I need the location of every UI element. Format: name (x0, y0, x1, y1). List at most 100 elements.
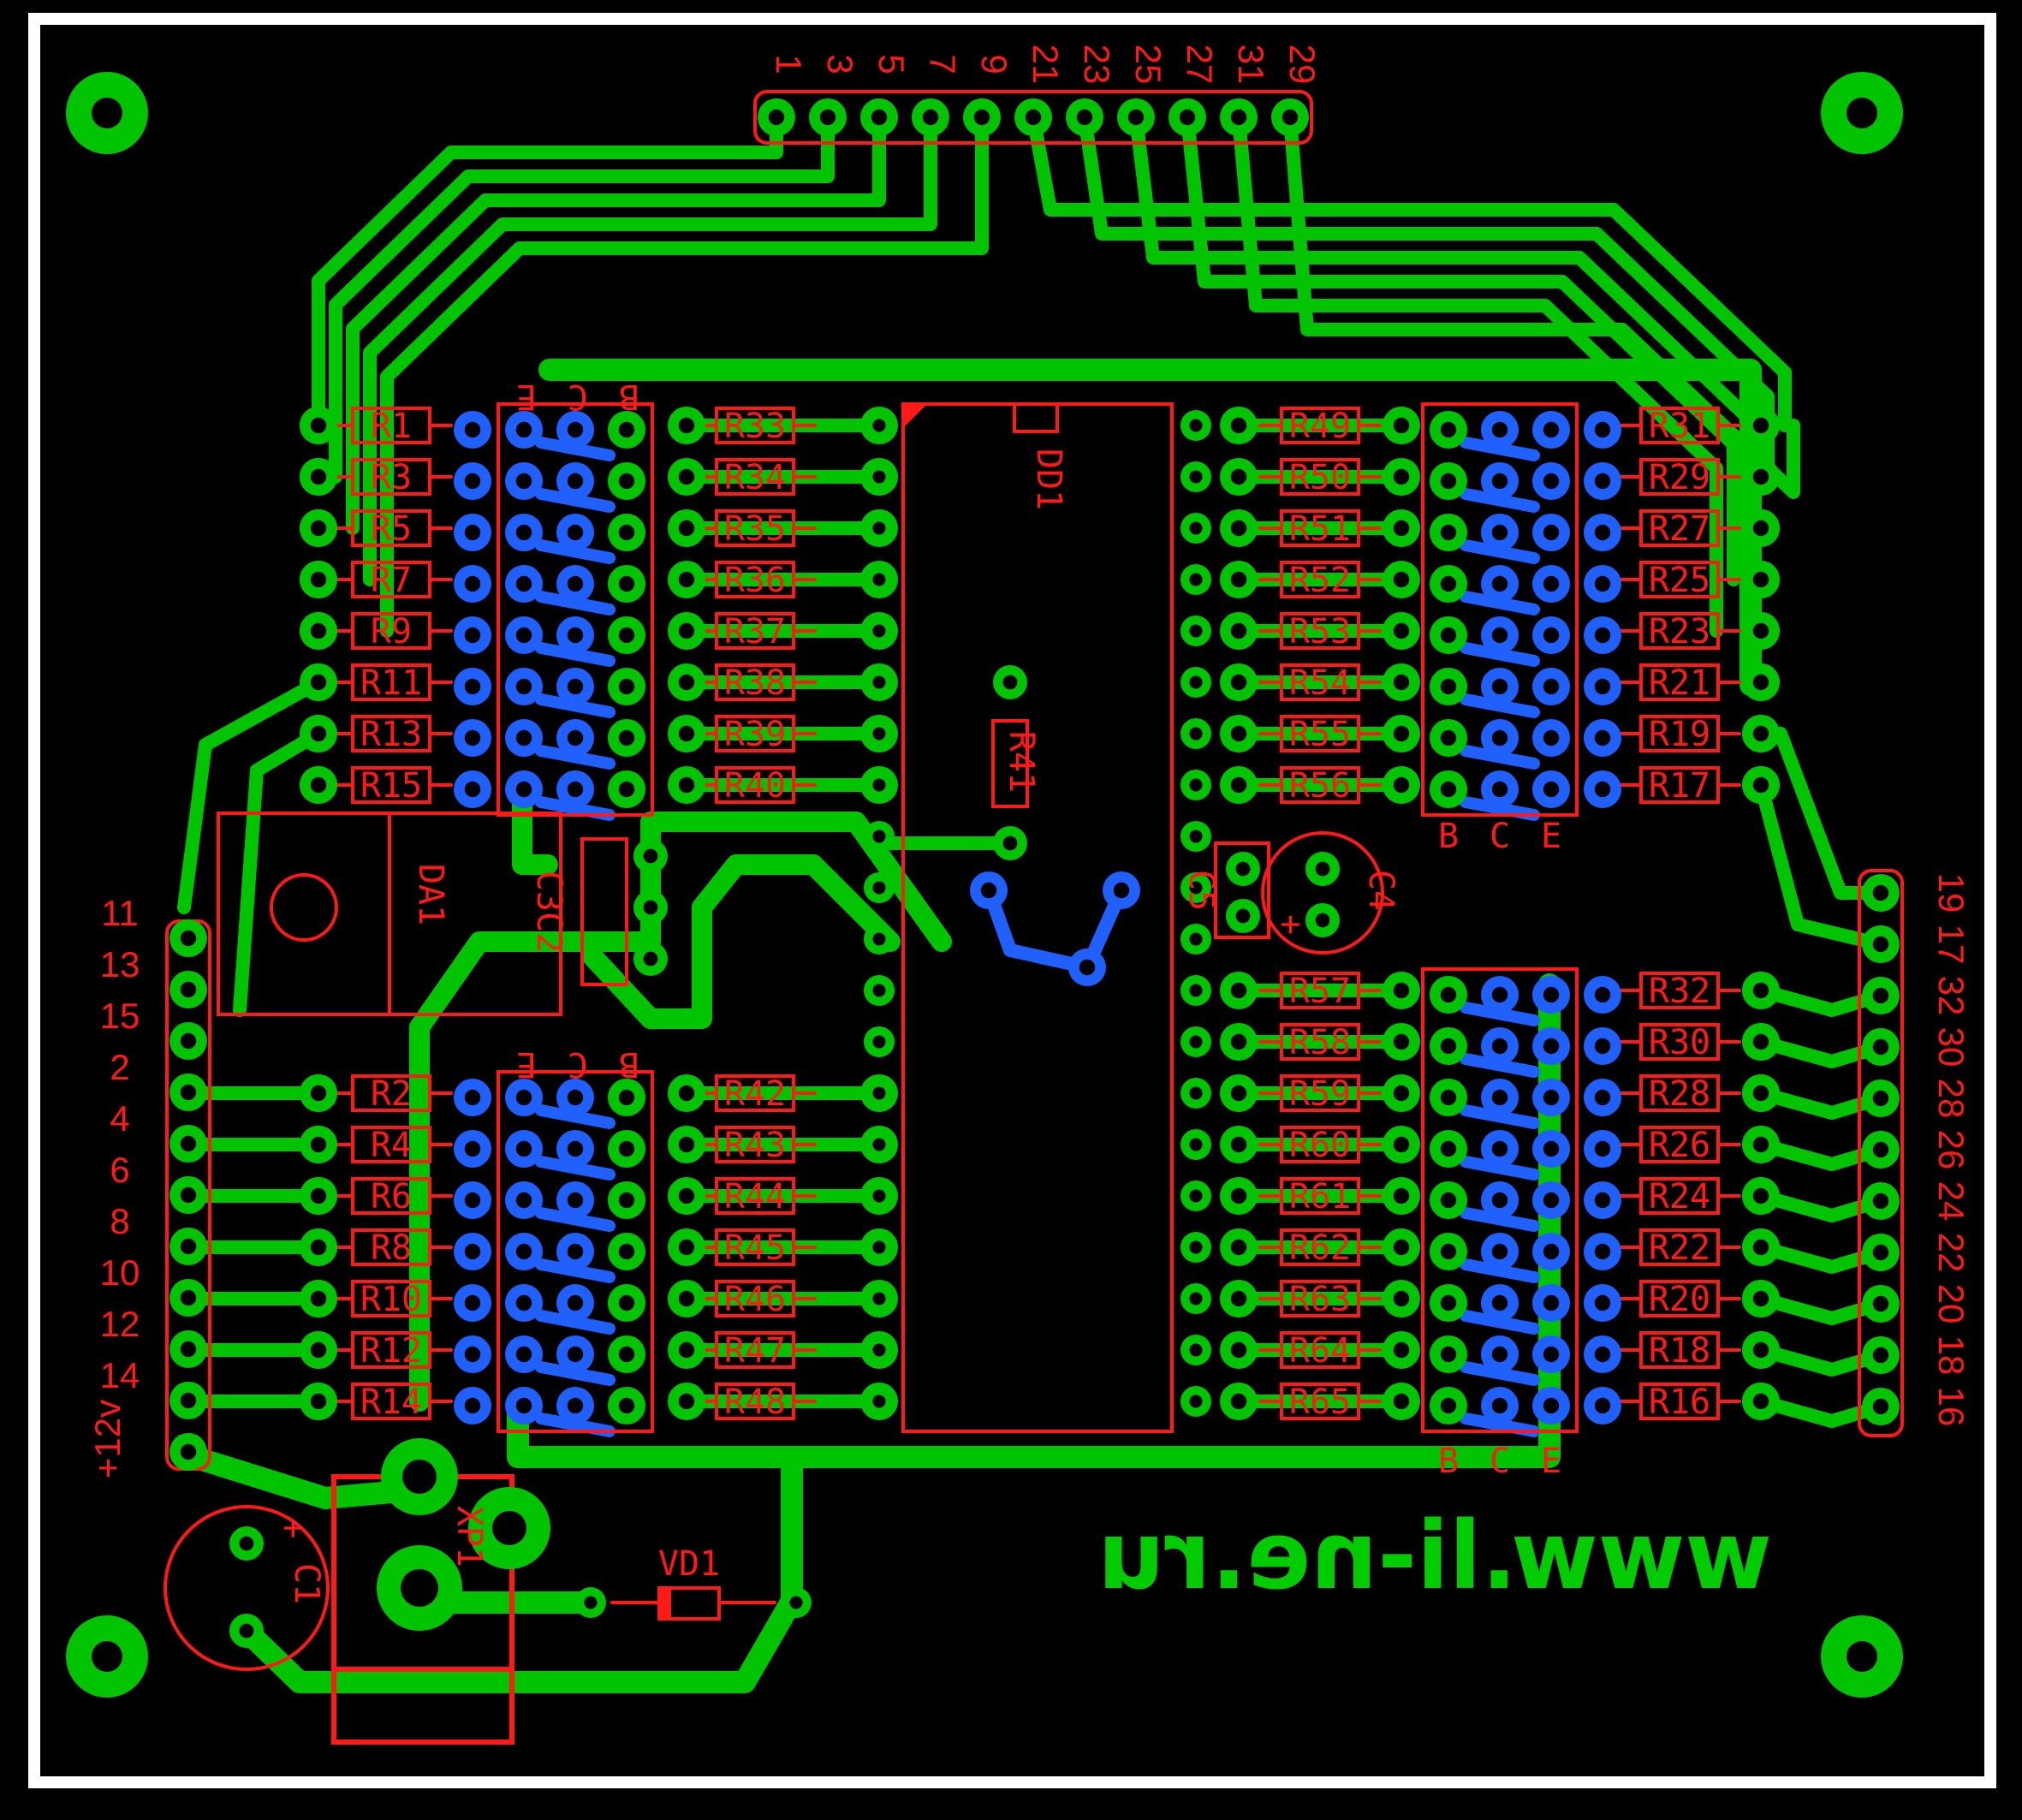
drill-hole (1752, 725, 1769, 742)
drill-hole (1491, 575, 1508, 592)
drill-hole (1189, 1395, 1203, 1408)
drill-hole (310, 1341, 327, 1359)
drill-hole (1393, 468, 1410, 485)
drill-hole (1393, 520, 1410, 537)
resistor-label: R49 (1289, 407, 1351, 446)
drill-hole (1872, 1090, 1889, 1107)
resistor-label: R24 (1649, 1177, 1710, 1216)
right-connector-pin-label: 18 (1931, 1335, 1971, 1376)
drill-hole (1315, 861, 1330, 877)
drill-hole (1230, 1033, 1247, 1050)
drill-hole (515, 1397, 532, 1414)
right-connector-pin-label: 19 (1931, 873, 1971, 913)
resistor-label: R57 (1289, 972, 1351, 1011)
drill-hole (1543, 1397, 1560, 1414)
drill-hole (464, 1397, 481, 1414)
drill-hole (310, 1085, 327, 1102)
left-connector-pin-label: 10 (100, 1252, 140, 1293)
top-fanout-trace (363, 110, 937, 586)
drill-hole (1752, 674, 1769, 691)
drill-hole (1440, 678, 1457, 695)
drill-hole (310, 776, 327, 794)
capacitor-c5-label: C5 (1181, 870, 1221, 911)
resistor-label: R42 (724, 1074, 786, 1114)
drill-hole (678, 1085, 695, 1102)
drill-hole (1393, 1033, 1410, 1050)
drill-hole (1594, 986, 1611, 1003)
bottom-jumper-trace (982, 883, 1128, 974)
top-connector-pin-label: 25 (1128, 45, 1169, 85)
drill-hole (618, 1243, 635, 1260)
drill-hole (1230, 622, 1247, 639)
drill-hole (1189, 1086, 1203, 1100)
drill-hole (1230, 468, 1247, 485)
bottom-trace (535, 745, 616, 770)
left-connector-pin-label: 13 (100, 944, 140, 984)
drill-hole (180, 1443, 197, 1460)
resistor-label: R45 (724, 1228, 786, 1268)
drill-hole (1543, 986, 1560, 1003)
drill-hole (180, 1289, 197, 1306)
drill-hole (678, 1290, 695, 1307)
drill-hole (1752, 1136, 1769, 1153)
drill-hole (1752, 1187, 1769, 1204)
drill-hole (980, 882, 997, 899)
top-fanout-trace (346, 110, 886, 535)
drill-hole (464, 473, 481, 490)
resistor-label: R25 (1649, 561, 1710, 600)
drill-hole (1230, 520, 1247, 537)
transistor-pin-label: E (516, 377, 537, 416)
resistor-label: R40 (724, 766, 786, 806)
resistor-label: R13 (360, 715, 422, 754)
top-fanout-trace (1180, 110, 1740, 586)
drill-hole (1752, 1085, 1769, 1102)
drill-hole (618, 627, 635, 644)
left-connector-pin-label: +12v (87, 1400, 128, 1478)
jack-pad-drill (492, 1511, 526, 1545)
bottom-trace (1460, 1310, 1540, 1335)
resistor-label: R55 (1289, 715, 1351, 754)
bottom-trace (535, 1413, 616, 1437)
drill-hole (1230, 109, 1247, 126)
drill-hole (1440, 986, 1457, 1003)
drill-hole (1230, 982, 1247, 999)
top-connector-outline (753, 90, 1313, 145)
drill-hole (872, 1395, 886, 1408)
top-connector-pin-label: 29 (1282, 45, 1323, 85)
resistor-label: R39 (724, 715, 786, 754)
drill-hole (872, 1138, 886, 1151)
drill-hole (515, 729, 532, 746)
drill-hole (1594, 1243, 1611, 1260)
drill-hole (1440, 473, 1457, 490)
resistor-label: R31 (1649, 407, 1710, 446)
drill-hole (1872, 987, 1889, 1004)
drill-hole (1440, 1346, 1457, 1363)
drill-hole (239, 1623, 254, 1639)
drill-hole (1594, 524, 1611, 541)
drill-hole (1491, 678, 1508, 695)
bottom-trace (535, 1258, 616, 1283)
resistor-label: R35 (724, 509, 786, 549)
right-connector-pin-label: 30 (1931, 1027, 1971, 1068)
capacitor-c4-label: C4 (1361, 870, 1401, 911)
drill-hole (1872, 1141, 1889, 1158)
drill-hole (618, 421, 635, 438)
drill-hole (464, 627, 481, 644)
drill-hole (310, 1393, 327, 1410)
resistor-label: R17 (1649, 766, 1710, 806)
transistor-pin-label: C (568, 377, 588, 416)
drill-hole (515, 1089, 532, 1106)
drill-hole (1079, 959, 1096, 976)
mounting-hole-drill (92, 98, 122, 128)
drill-hole (464, 575, 481, 592)
top-fanout-trace (1026, 110, 1792, 432)
bottom-trace (535, 591, 616, 616)
bottom-trace (1460, 1156, 1540, 1181)
resistor-label: R65 (1289, 1383, 1351, 1422)
drill-hole (973, 109, 990, 126)
drill-hole (567, 575, 584, 592)
drill-hole (1002, 836, 1018, 851)
drill-hole (1440, 1397, 1457, 1414)
ic-notch (1013, 404, 1059, 433)
drill-hole (872, 778, 886, 792)
